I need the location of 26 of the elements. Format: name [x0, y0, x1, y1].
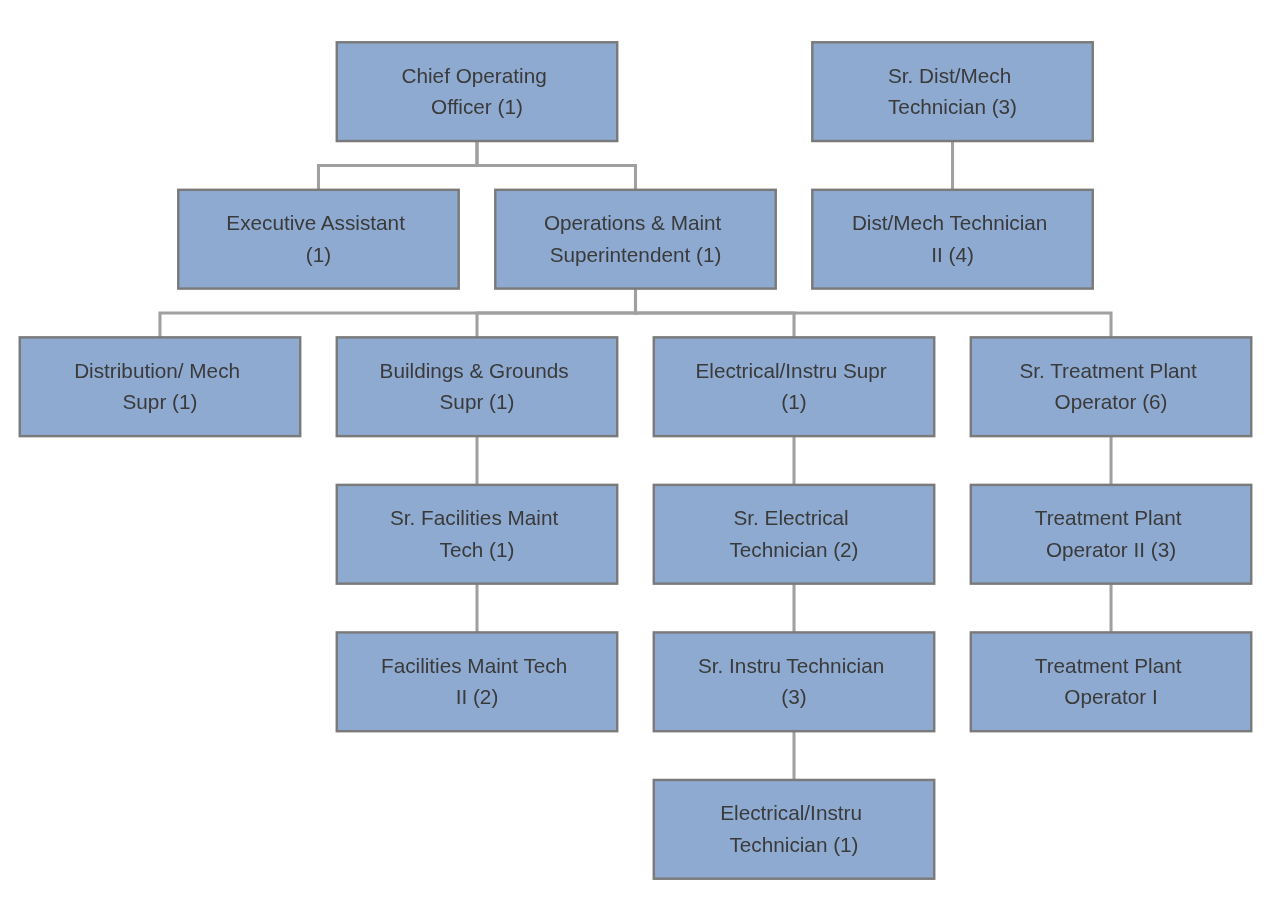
node-box: Dist/Mech Technician II (4) — [811, 188, 1094, 290]
node-box: Electrical/Instru Technician (1) — [652, 778, 936, 880]
node-box: Facilities Maint Tech II (2) — [335, 631, 619, 733]
connector — [475, 141, 638, 190]
node-box: Treatment Plant Operator II (3) — [969, 483, 1253, 585]
node-box: Sr. Facilities Maint Tech (1) — [335, 483, 619, 585]
node-box: Sr. Instru Technician (3) — [652, 631, 936, 733]
node-box: Sr. Electrical Technician (2) — [652, 483, 936, 585]
node-box: Treatment Plant Operator I — [969, 631, 1253, 733]
connector — [633, 288, 1113, 338]
node-box: Sr. Dist/Mech Technician (3) — [811, 41, 1094, 143]
connector — [792, 583, 796, 633]
node-box: Executive Assistant (1) — [177, 188, 460, 290]
node-box: Chief Operating Officer (1) — [335, 41, 619, 143]
connector — [475, 436, 479, 485]
connector — [951, 141, 955, 190]
connector — [792, 436, 796, 485]
node-box: Distribution/ Mech Supr (1) — [18, 336, 302, 438]
connector — [475, 583, 479, 633]
connector — [1109, 583, 1113, 633]
node-box: Buildings & Grounds Supr (1) — [335, 336, 619, 438]
node-box: Operations & Maint Superintendent (1) — [494, 188, 777, 290]
connector — [792, 731, 796, 780]
node-box: Sr. Treatment Plant Operator (6) — [969, 336, 1253, 438]
node-box: Electrical/Instru Supr (1) — [652, 336, 936, 438]
connector — [1109, 436, 1113, 485]
